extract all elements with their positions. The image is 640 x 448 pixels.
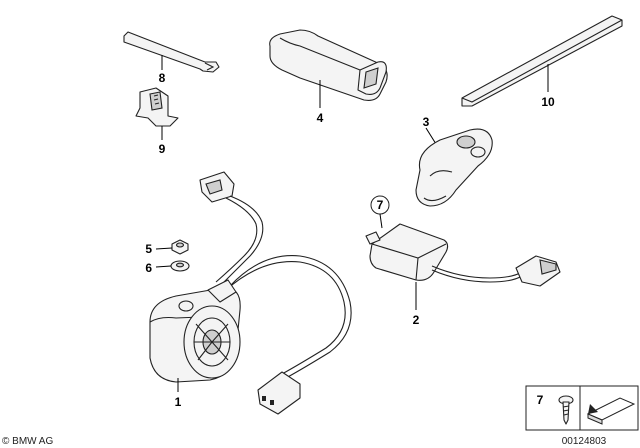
callout-3: 3 [423,115,430,129]
control-unit-part [365,223,561,310]
strip-part [461,15,623,107]
legend-callout-7: 7 [537,393,544,407]
legend-box [525,385,639,431]
copyright-label: © BMW AG [2,436,53,447]
clip-holder-part [135,87,179,140]
arrow-wedge-icon [586,397,636,425]
callout-5: 5 [145,242,152,256]
callout-10: 10 [541,95,555,109]
callout-9: 9 [159,142,166,156]
screw-callout-circle [370,195,390,229]
diagram-code: 00124803 [562,436,607,447]
callout-4: 4 [317,111,324,125]
callout-7: 7 [377,198,384,212]
screw-icon [558,395,574,425]
callout-8: 8 [159,71,166,85]
callout-1: 1 [175,395,182,409]
cable-tie-part [123,31,220,73]
nut-part [155,239,189,255]
leader-3 [425,127,437,145]
callout-6: 6 [145,261,152,275]
remote-key-part [415,127,493,207]
washer-part [155,260,190,272]
alarm-siren-part [149,171,352,415]
callout-2: 2 [413,313,420,327]
battery-pack-part [269,29,388,108]
